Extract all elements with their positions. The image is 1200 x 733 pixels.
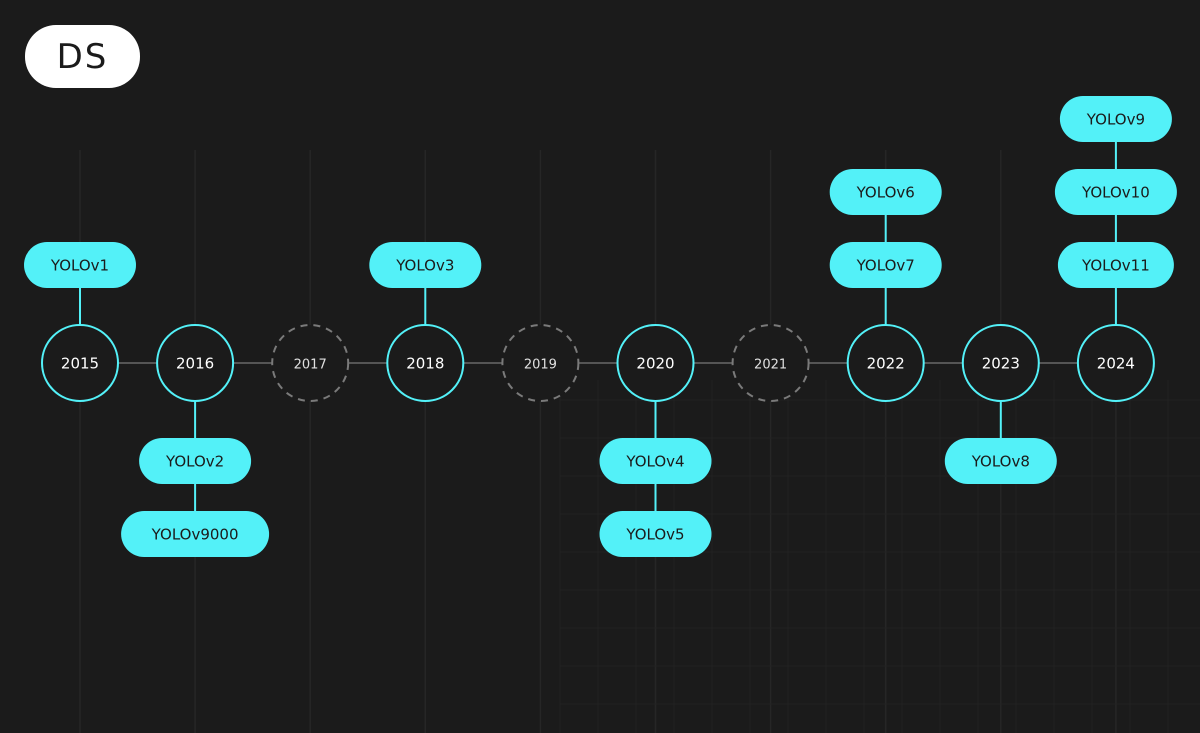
year-label: 2015: [61, 355, 99, 373]
model-label: YOLOv4: [625, 453, 684, 471]
year-node-2022: 2022: [846, 324, 925, 402]
year-circle-dashed: [731, 324, 810, 402]
year-label: 2019: [524, 358, 557, 373]
year-node-2021: 2021: [731, 324, 810, 402]
year-circle: [846, 324, 925, 402]
model-label: YOLOv8: [971, 453, 1030, 471]
model-pill-shape: [829, 169, 942, 215]
model-pill-yolov9: YOLOv9: [1059, 96, 1172, 142]
model-label: YOLOv1: [50, 257, 109, 275]
model-label: YOLOv7: [856, 257, 915, 275]
model-pill-yolov9000: YOLOv9000: [121, 511, 270, 557]
ds-logo: DS: [25, 25, 140, 88]
year-node-2015: 2015: [41, 324, 119, 402]
year-node-2023: 2023: [961, 324, 1040, 402]
year-node-2017: 2017: [271, 324, 350, 402]
model-label: YOLOv6: [856, 184, 915, 202]
year-circle: [156, 324, 235, 402]
model-label: YOLOv11: [1081, 257, 1150, 275]
model-pill-shape: [599, 511, 712, 557]
model-pill-yolov6: YOLOv6: [829, 169, 942, 215]
year-node-2016: 2016: [156, 324, 235, 402]
model-pill-shape: [369, 242, 482, 288]
model-pill-yolov4: YOLOv4: [599, 438, 712, 484]
model-pill-yolov2: YOLOv2: [139, 438, 252, 484]
year-node-2019: 2019: [501, 324, 580, 402]
year-circle: [41, 324, 119, 402]
year-circle: [386, 324, 465, 402]
model-pill-shape: [1059, 96, 1172, 142]
year-label: 2022: [867, 355, 905, 373]
year-node-2020: 2020: [616, 324, 695, 402]
year-label: 2024: [1097, 355, 1135, 373]
model-pill-yolov7: YOLOv7: [829, 242, 942, 288]
year-circle-dashed: [271, 324, 350, 402]
model-label: YOLOv5: [625, 526, 684, 544]
model-pill-yolov3: YOLOv3: [369, 242, 482, 288]
model-pill-shape: [1057, 242, 1174, 288]
model-pill-shape: [139, 438, 252, 484]
year-circle-dashed: [501, 324, 580, 402]
year-label: 2016: [176, 355, 214, 373]
model-pill-shape: [829, 242, 942, 288]
year-label: 2018: [406, 355, 444, 373]
model-pill-yolov1: YOLOv1: [24, 242, 136, 288]
year-circle: [616, 324, 695, 402]
model-label: YOLOv9000: [151, 526, 239, 544]
model-pill-shape: [121, 511, 270, 557]
model-pill-yolov10: YOLOv10: [1054, 169, 1177, 215]
model-label: YOLOv3: [395, 257, 454, 275]
year-label: 2021: [754, 358, 787, 373]
year-node-2018: 2018: [386, 324, 465, 402]
model-pill-yolov11: YOLOv11: [1057, 242, 1174, 288]
year-node-2024: 2024: [1076, 324, 1155, 402]
model-pill-shape: [944, 438, 1057, 484]
model-pill-shape: [1054, 169, 1177, 215]
model-pill-yolov5: YOLOv5: [599, 511, 712, 557]
year-label: 2017: [294, 358, 327, 373]
model-pill-yolov8: YOLOv8: [944, 438, 1057, 484]
model-label: YOLOv10: [1081, 184, 1150, 202]
model-pill-shape: [599, 438, 712, 484]
year-circle: [1076, 324, 1155, 402]
year-circle: [961, 324, 1040, 402]
year-label: 2020: [636, 355, 674, 373]
model-label: YOLOv2: [165, 453, 224, 471]
logo-text: DS: [56, 36, 109, 77]
year-label: 2023: [982, 355, 1020, 373]
model-label: YOLOv9: [1086, 111, 1145, 129]
model-pill-shape: [24, 242, 136, 288]
